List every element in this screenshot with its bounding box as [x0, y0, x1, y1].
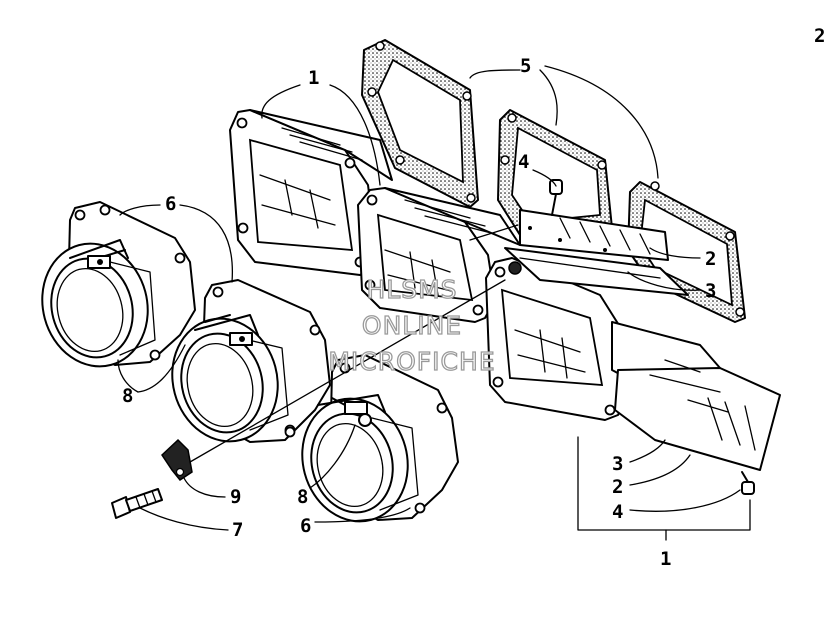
reed-cage-3: [485, 257, 781, 471]
bolt: [111, 488, 163, 519]
screw-upper: [549, 179, 563, 216]
callout-2-lower: 2: [612, 476, 623, 498]
intake-flange-3: [284, 354, 459, 523]
callout-2-upper: 2: [705, 248, 716, 270]
callout-7: 7: [232, 519, 243, 541]
callout-4-upper: 4: [518, 151, 529, 173]
watermark: HLSMS ONLINE MICROFICHE: [328, 274, 496, 376]
reed-petal-upper: [504, 247, 689, 296]
callout-9: 9: [230, 486, 241, 508]
gasket-rear: [361, 39, 479, 208]
callout-6-bottom: 6: [300, 515, 311, 537]
callout-3-upper: 3: [705, 280, 716, 302]
gasket-front: [627, 181, 746, 323]
leader-lines: [117, 65, 751, 541]
callout-1-bottom: 1: [660, 548, 671, 570]
reed-cage-1: [229, 109, 393, 276]
cable-clip: [161, 438, 193, 482]
watermark-line-2: ONLINE: [362, 311, 462, 340]
screw-lower: [741, 471, 755, 495]
callout-8-center: 8: [297, 486, 308, 508]
watermark-line-1: HLSMS: [366, 275, 457, 304]
callout-5: 5: [520, 55, 531, 77]
watermark-line-3: MICROFICHE: [328, 347, 495, 376]
figure-marker: 2: [814, 25, 825, 47]
callout-6-top: 6: [165, 193, 176, 215]
intake-flange-1: [41, 201, 196, 368]
reed-cage-2: [357, 187, 521, 323]
callout-1-top: 1: [308, 67, 319, 89]
callout-3-lower: 3: [612, 453, 623, 475]
callout-8-left: 8: [122, 385, 133, 407]
callout-4-lower: 4: [612, 501, 623, 523]
intake-flange-2: [171, 279, 331, 443]
petal-plate-upper: [519, 209, 669, 261]
